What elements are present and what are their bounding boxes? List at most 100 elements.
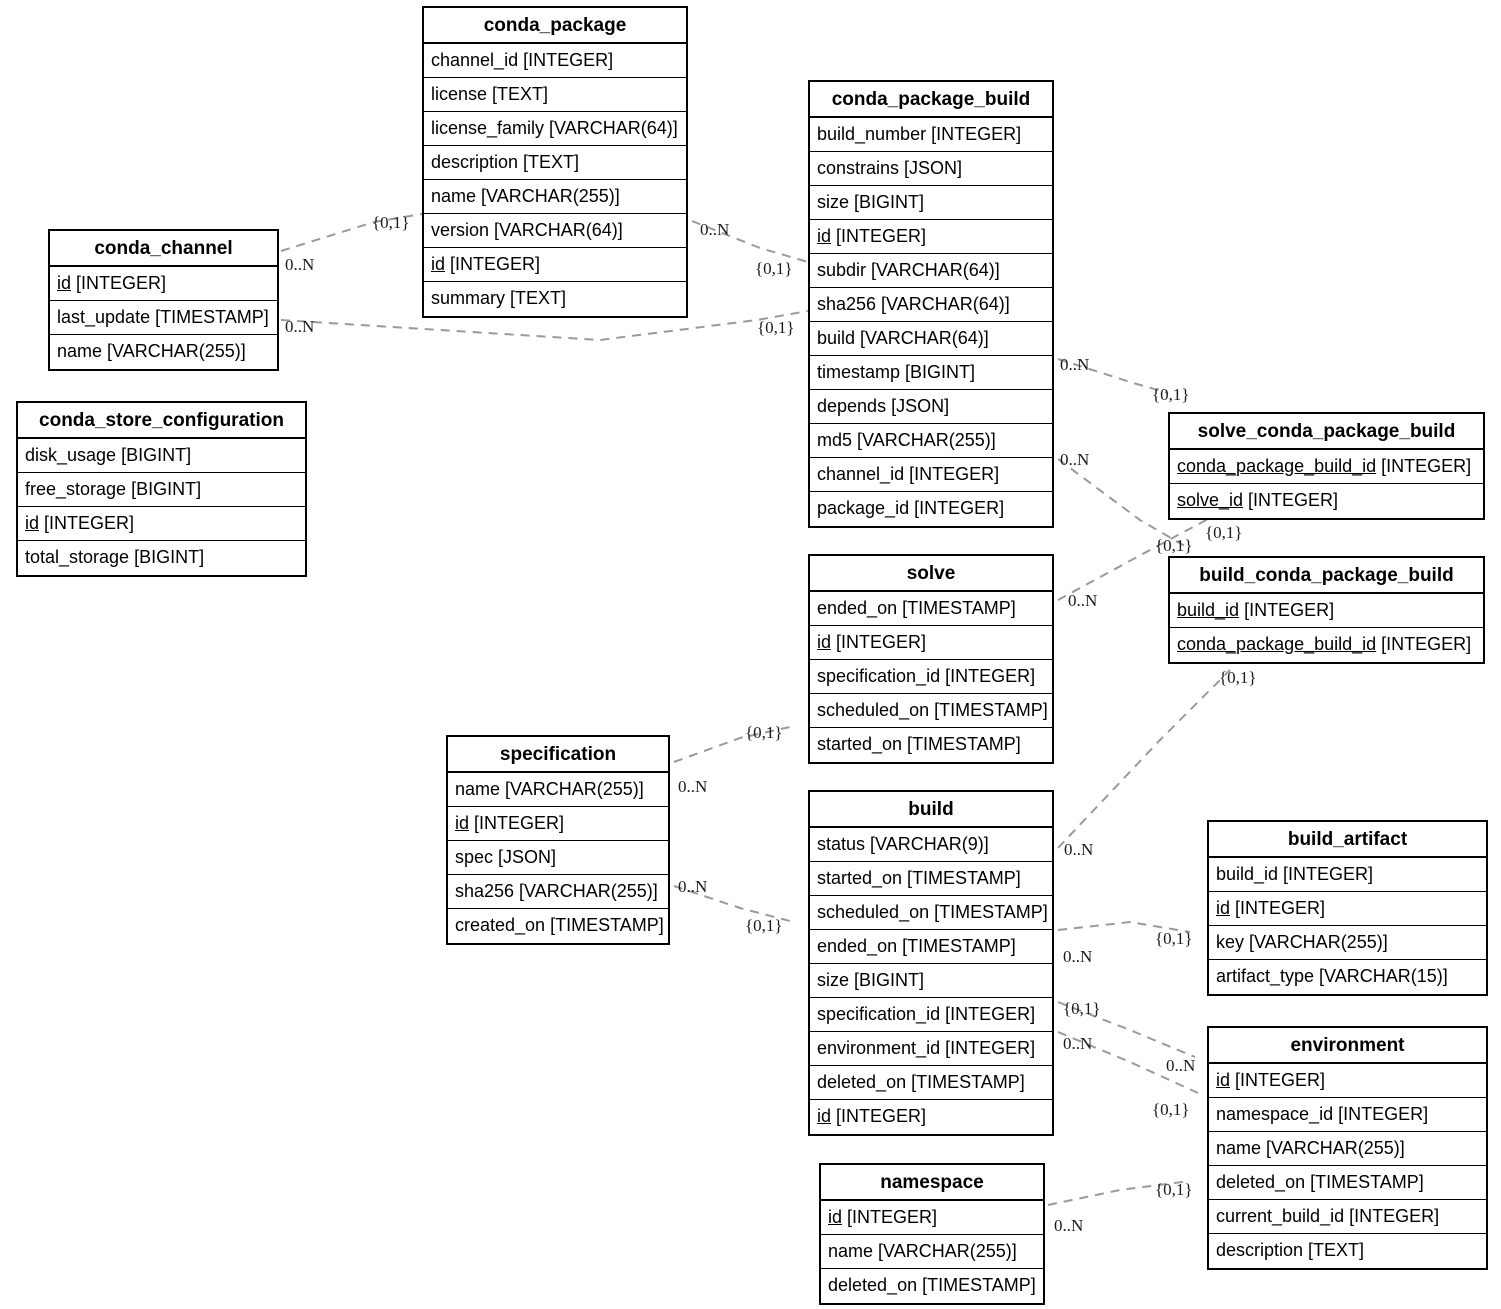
- attribute-row: license [TEXT]: [424, 78, 686, 112]
- attribute-type: [INTEGER]: [445, 254, 541, 274]
- attribute-row: name [VARCHAR(255)]: [424, 180, 686, 214]
- attribute-row: environment_id [INTEGER]: [810, 1032, 1052, 1066]
- attribute-row: conda_package_build_id [INTEGER]: [1170, 450, 1483, 484]
- attribute-row: spec [JSON]: [448, 841, 668, 875]
- attribute-row: license_family [VARCHAR(64)]: [424, 112, 686, 146]
- attribute-row: created_on [TIMESTAMP]: [455, 915, 664, 935]
- entity-title-environment: environment: [1209, 1028, 1486, 1064]
- attribute-row: key [VARCHAR(255)]: [1209, 926, 1486, 960]
- attribute-row: id [INTEGER]: [810, 1100, 1052, 1134]
- attribute-row: summary [TEXT]: [431, 288, 567, 308]
- primary-key-name: conda_package_build_id: [1177, 634, 1377, 654]
- primary-key-name: conda_package_build_id: [1177, 456, 1377, 476]
- attribute-type: [INTEGER]: [1243, 490, 1339, 510]
- attribute-row: id [INTEGER]: [1209, 1064, 1486, 1098]
- attribute-row: channel_id [INTEGER]: [810, 458, 1052, 492]
- attribute-row: size [BIGINT]: [810, 186, 1052, 220]
- attribute-row: specification_id [INTEGER]: [810, 998, 1052, 1032]
- attribute-row: solve_id [INTEGER]: [1170, 484, 1483, 518]
- attribute-row: id [INTEGER]: [1209, 892, 1486, 926]
- entity-title-conda_store_configuration: conda_store_configuration: [18, 403, 305, 439]
- attribute-row: build [VARCHAR(64)]: [810, 322, 1052, 356]
- attribute-type: [INTEGER]: [831, 632, 927, 652]
- primary-key-name: id: [828, 1207, 843, 1227]
- cardinality-label: 0..N: [285, 255, 315, 274]
- cardinality-label: {0,1}: [372, 213, 410, 232]
- cardinality-label: {0,1}: [1152, 1100, 1190, 1119]
- primary-key-name: solve_id: [1177, 490, 1244, 510]
- attribute-row: conda_package_build_id [INTEGER]: [1170, 628, 1483, 662]
- attribute-row: build_id [INTEGER]: [1209, 858, 1486, 892]
- attribute-row: depends [JSON]: [810, 390, 1052, 424]
- attribute-row: subdir [VARCHAR(64)]: [810, 254, 1052, 288]
- attribute-row: channel_id [INTEGER]: [424, 44, 686, 78]
- attribute-row: started_on [TIMESTAMP]: [817, 734, 1021, 754]
- cardinality-label: 0..N: [1166, 1056, 1196, 1075]
- primary-key-name: id: [817, 1106, 832, 1126]
- attribute-row: specification_id [INTEGER]: [810, 660, 1052, 694]
- cardinality-label: 0..N: [700, 220, 730, 239]
- attribute-row: size [BIGINT]: [810, 964, 1052, 998]
- attribute-row: sha256 [VARCHAR(64)]: [810, 288, 1052, 322]
- cardinality-label: {0,1}: [1155, 1180, 1193, 1199]
- entity-title-conda_channel: conda_channel: [50, 231, 277, 267]
- attribute-type: [INTEGER]: [831, 1106, 927, 1126]
- attribute-row: ended_on [TIMESTAMP]: [810, 592, 1052, 626]
- cardinality-label: 0..N: [678, 777, 708, 796]
- attribute-row: id [INTEGER]: [18, 507, 305, 541]
- entity-title-solve: solve: [810, 556, 1052, 592]
- attribute-row: free_storage [BIGINT]: [18, 473, 305, 507]
- attribute-row: name [VARCHAR(255)]: [57, 341, 246, 361]
- primary-key-name: id: [817, 226, 832, 246]
- entity-title-build_artifact: build_artifact: [1209, 822, 1486, 858]
- primary-key-name: id: [431, 254, 446, 274]
- attribute-row: id [INTEGER]: [810, 626, 1052, 660]
- cardinality-label: {0,1}: [755, 259, 793, 278]
- attribute-row: sha256 [VARCHAR(255)]: [448, 875, 668, 909]
- attribute-row: version [VARCHAR(64)]: [424, 214, 686, 248]
- entity-title-build_conda_package_build: build_conda_package_build: [1170, 558, 1483, 594]
- attribute-row: name [VARCHAR(255)]: [1209, 1132, 1486, 1166]
- cardinality-label: 0..N: [1060, 355, 1090, 374]
- entity-title-namespace: namespace: [821, 1165, 1043, 1201]
- attribute-row: name [VARCHAR(255)]: [821, 1235, 1043, 1269]
- attribute-type: [INTEGER]: [469, 813, 565, 833]
- attribute-row: deleted_on [TIMESTAMP]: [1209, 1166, 1486, 1200]
- attribute-row: id [INTEGER]: [424, 248, 686, 282]
- attribute-row: id [INTEGER]: [448, 807, 668, 841]
- attribute-row: name [VARCHAR(255)]: [448, 773, 668, 807]
- attribute-type: [INTEGER]: [1239, 600, 1335, 620]
- cardinality-label: 0..N: [1063, 947, 1093, 966]
- attribute-row: disk_usage [BIGINT]: [18, 439, 305, 473]
- attribute-row: last_update [TIMESTAMP]: [50, 301, 277, 335]
- cardinality-label: 0..N: [285, 317, 315, 336]
- primary-key-name: id: [817, 632, 832, 652]
- cardinality-label: {0,1}: [1219, 668, 1257, 687]
- entity-title-conda_package_build: conda_package_build: [810, 82, 1052, 118]
- cardinality-label: {0,1}: [745, 916, 783, 935]
- primary-key-name: id: [1216, 898, 1231, 918]
- attribute-row: current_build_id [INTEGER]: [1209, 1200, 1486, 1234]
- entity-title-specification: specification: [448, 737, 668, 773]
- attribute-type: [INTEGER]: [1230, 1070, 1326, 1090]
- attribute-type: [INTEGER]: [71, 273, 167, 293]
- attribute-row: description [TEXT]: [424, 146, 686, 180]
- attribute-type: [INTEGER]: [1376, 634, 1472, 654]
- relationship-edge-build-build_conda_package_build: [1057, 669, 1231, 849]
- cardinality-label: 0..N: [1060, 450, 1090, 469]
- attribute-row: build_id [INTEGER]: [1170, 594, 1483, 628]
- cardinality-label: 0..N: [1054, 1216, 1084, 1235]
- attribute-row: total_storage [BIGINT]: [25, 547, 205, 567]
